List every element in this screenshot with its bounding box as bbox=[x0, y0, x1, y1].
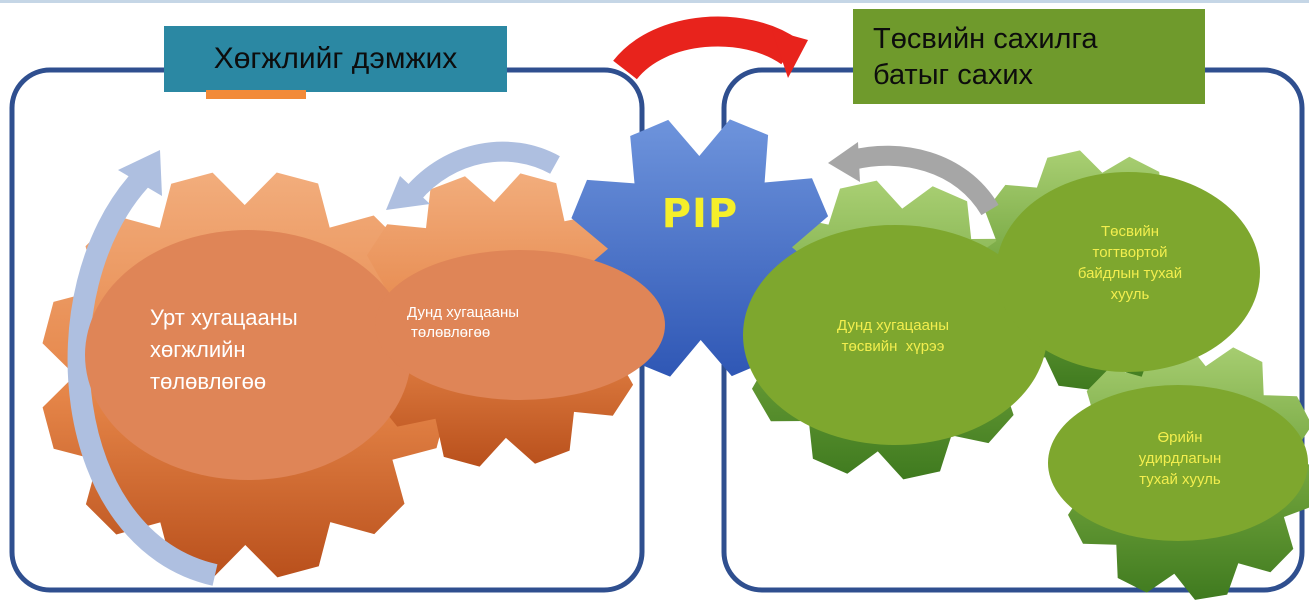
fiscal-law-line1: Төсвийн bbox=[1100, 223, 1159, 240]
debt-law-line1: Өрийн bbox=[1157, 429, 1203, 446]
title-left-accent bbox=[206, 90, 306, 99]
debt-law-line2: удирдлагын bbox=[1138, 450, 1222, 467]
left-outer-arrowhead bbox=[118, 150, 162, 196]
mtbf-blob bbox=[743, 225, 1047, 445]
long-term-plan-line1: Урт хугацааны bbox=[150, 305, 298, 330]
pip-label: PIP bbox=[661, 191, 739, 237]
fiscal-law-line2: тогтвортой bbox=[1092, 244, 1168, 261]
right-gray-arrow bbox=[849, 145, 999, 216]
left-outer-arrow bbox=[67, 172, 218, 586]
mtbf-line1: Дунд хугацааны bbox=[836, 317, 950, 334]
support-development-title: Хөгжлийг дэмжих bbox=[164, 26, 507, 92]
mid-term-plan-line1: Дунд хугацааны bbox=[407, 304, 520, 321]
mid-term-plan-line2: төлөвлөгөө bbox=[411, 324, 491, 342]
long-term-plan-line2: хөгжлийн bbox=[150, 336, 246, 362]
mid-left-arrow bbox=[404, 141, 560, 202]
fiscal-law-line4: хууль bbox=[1110, 286, 1150, 303]
debt-law-line3: тухай хууль bbox=[1139, 471, 1221, 488]
top-divider bbox=[0, 0, 1309, 3]
mid-term-plan-label: Дунд хугацааны төлөвлөгөө bbox=[407, 303, 519, 344]
long-term-plan-blob bbox=[85, 230, 411, 480]
mid-term-plan-blob bbox=[375, 250, 665, 400]
fiscal-law-line3: байдлын тухай bbox=[1077, 265, 1183, 282]
right-gray-arrowhead bbox=[828, 142, 860, 182]
long-term-plan-line3: төлөвлөгөө bbox=[150, 368, 267, 394]
long-term-plan-label: Урт хугацааны хөгжлийн төлөвлөгөө bbox=[150, 302, 298, 398]
fiscal-law-blob bbox=[996, 172, 1260, 372]
debt-law-label: Өрийн удирдлагын тухай хууль bbox=[1110, 427, 1250, 490]
debt-law-blob bbox=[1048, 385, 1308, 541]
fiscal-discipline-title: Төсвийн сахилга батыг сахих bbox=[853, 9, 1205, 104]
top-red-arrowhead bbox=[772, 30, 808, 78]
fiscal-law-label: Төсвийн тогтвортой байдлын тухай хууль bbox=[1050, 221, 1210, 305]
mid-left-arrowhead bbox=[386, 176, 430, 210]
mtbf-line2: төсвийн хүрээ bbox=[841, 338, 945, 355]
top-red-arrow bbox=[613, 16, 799, 80]
fiscal-discipline-title-line1: Төсвийн сахилга bbox=[873, 23, 1098, 55]
mtbf-label: Дунд хугацааны төсвийн хүрээ bbox=[808, 315, 978, 357]
fiscal-discipline-title-line2: батыг сахих bbox=[873, 59, 1034, 92]
